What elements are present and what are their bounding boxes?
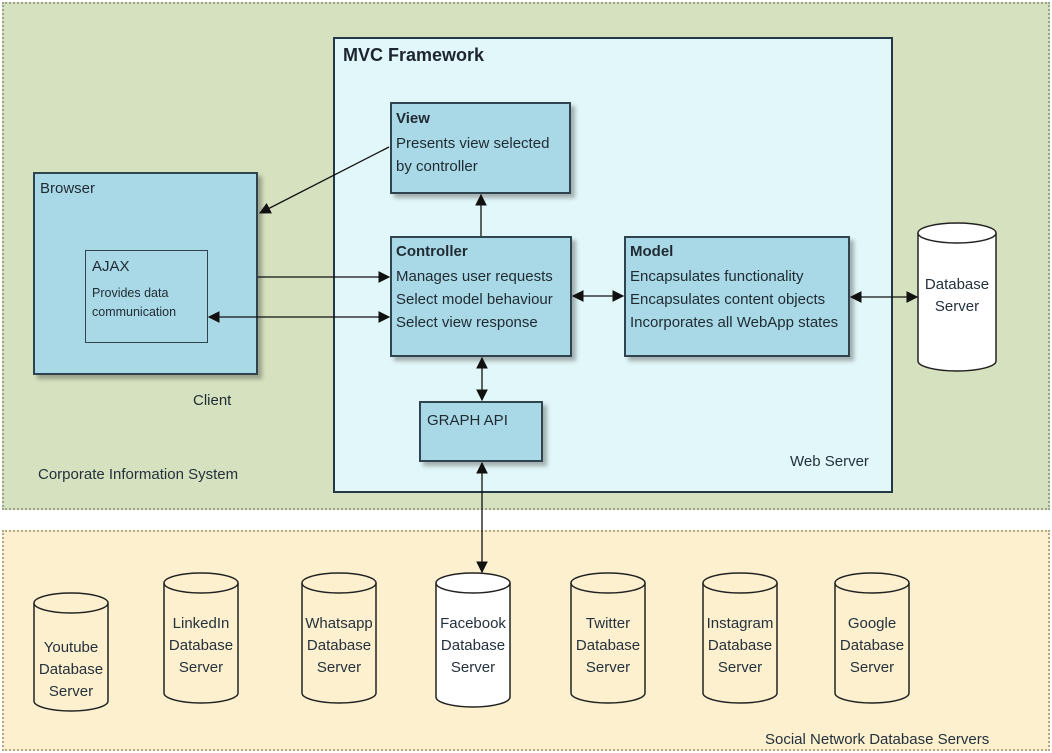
db-label-line: Server — [585, 659, 631, 676]
controller-line: Select model behaviour — [396, 291, 553, 308]
controller-title: Controller — [396, 243, 468, 260]
controller-box — [390, 236, 572, 357]
controller-line: Manages user requests — [396, 268, 553, 285]
model-line: Incorporates all WebApp states — [630, 314, 839, 331]
db-label-line: Server — [717, 659, 763, 676]
ajax-desc-line: communication — [92, 305, 177, 319]
database-server-label: Database Server — [917, 274, 997, 318]
model-title: Model — [630, 243, 674, 260]
model-line: Encapsulates content objects — [630, 291, 826, 308]
db-label-line: Database — [168, 637, 234, 654]
db-label-line: Instagram — [706, 615, 774, 632]
db-label-line: Twitter — [585, 615, 631, 632]
db-label-line: Server — [316, 659, 362, 676]
db-label-line: Server — [849, 659, 895, 676]
db-label-line: Server — [450, 659, 496, 676]
db-label-line: Database — [38, 661, 104, 678]
client-label: Client — [193, 392, 232, 409]
ajax-description: Provides data communication — [92, 284, 202, 322]
graph-api-label: GRAPH API — [427, 412, 508, 429]
view-description: Presents view selected by controller — [396, 132, 568, 178]
db-label-line: Whatsapp — [305, 615, 373, 632]
view-box — [390, 102, 571, 194]
corporate-region-label: Corporate Information System — [38, 466, 239, 483]
model-description: Encapsulates functionality Encapsulates … — [630, 265, 852, 334]
db-label-line: Database — [707, 637, 773, 654]
google-db-label: Google Database Server — [832, 613, 912, 679]
db-label-line: Server — [48, 683, 94, 700]
db-label-line: Database — [575, 637, 641, 654]
whatsapp-db-label: Whatsapp Database Server — [299, 613, 379, 679]
db-label-line: Database — [440, 637, 506, 654]
db-label-line: Facebook — [440, 615, 506, 632]
web-server-label: Web Server — [790, 453, 869, 470]
ajax-box — [85, 250, 208, 343]
database-server-line: Database — [924, 276, 990, 293]
db-label-line: Database — [306, 637, 372, 654]
model-box — [624, 236, 850, 357]
db-label-line: Server — [178, 659, 224, 676]
linkedin-db-label: LinkedIn Database Server — [161, 613, 241, 679]
twitter-db-label: Twitter Database Server — [568, 613, 648, 679]
db-label-line: Database — [839, 637, 905, 654]
ajax-title: AJAX — [92, 258, 130, 275]
controller-line: Select view response — [396, 314, 538, 331]
db-label-line: LinkedIn — [172, 615, 230, 632]
controller-description: Manages user requests Select model behav… — [396, 265, 570, 334]
view-title: View — [396, 110, 430, 127]
mvc-framework-title: MVC Framework — [343, 45, 485, 65]
instagram-db-label: Instagram Database Server — [700, 613, 780, 679]
view-line: by controller — [396, 158, 478, 175]
model-line: Encapsulates functionality — [630, 268, 804, 285]
database-server-line: Server — [934, 298, 980, 315]
db-label-line: Youtube — [43, 639, 99, 656]
facebook-db-label: Facebook Database Server — [433, 613, 513, 679]
ajax-desc-line: Provides data — [92, 286, 169, 300]
graph-api-box — [419, 401, 543, 462]
browser-label: Browser — [40, 180, 96, 197]
db-label-line: Google — [847, 615, 897, 632]
social-region-label: Social Network Database Servers — [765, 731, 990, 748]
youtube-db-label: Youtube Database Server — [31, 637, 111, 703]
view-line: Presents view selected — [396, 135, 550, 152]
